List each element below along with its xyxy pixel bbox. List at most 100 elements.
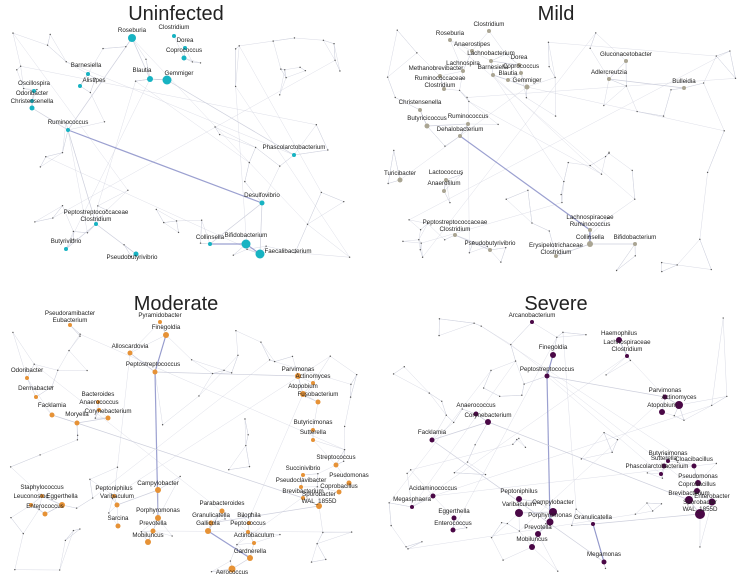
network-node-lachnobacterium xyxy=(489,59,493,63)
network-node-minor xyxy=(79,528,81,530)
network-edge xyxy=(646,502,662,505)
network-node-minor xyxy=(468,252,471,254)
network-edge xyxy=(23,509,40,534)
network-edge xyxy=(674,415,685,421)
network-node-minor xyxy=(514,360,517,362)
network-node-peptococcus xyxy=(246,530,250,534)
network-edge xyxy=(452,337,558,531)
network-edge xyxy=(469,241,474,253)
node-label-sarcina: Sarcina xyxy=(108,515,130,522)
network-edge xyxy=(307,201,344,225)
network-edge xyxy=(449,39,464,72)
network-node-minor xyxy=(36,88,38,91)
network-node-minor xyxy=(595,32,597,34)
network-edge xyxy=(66,61,89,75)
network-node-odoribacter xyxy=(25,376,29,380)
network-edge xyxy=(253,534,281,544)
node-label-lachnobacterium: Lachnobacterium xyxy=(467,50,514,57)
node-label-mobiluncus: Mobiluncus xyxy=(516,536,547,543)
network-edge xyxy=(468,101,602,175)
network-edge xyxy=(157,476,181,491)
network-node-minor xyxy=(711,404,713,407)
node-label-roseburia: Roseburia xyxy=(436,30,465,37)
network-node-minor xyxy=(540,503,543,506)
network-node-clostridium xyxy=(487,29,491,33)
network-edge xyxy=(12,332,35,365)
network-node-minor xyxy=(461,408,463,410)
network-node-phascolarctobacterium xyxy=(292,153,296,157)
network-edge xyxy=(652,503,662,512)
network-node-minor xyxy=(155,208,158,211)
network-edge xyxy=(244,162,250,182)
network-node-minor xyxy=(199,242,202,244)
network-node-minor xyxy=(474,444,476,446)
panel-title-severe: Severe xyxy=(524,293,587,315)
network-node-pseudoramibacter xyxy=(68,323,72,327)
network-node-roseburia xyxy=(128,34,136,42)
network-node-minor xyxy=(343,425,346,428)
node-label-haemophilus: Haemophilus xyxy=(601,330,637,337)
network-node-minor xyxy=(518,437,520,440)
node-label-atopobium: Atopobium xyxy=(288,383,318,390)
node-label-clostridium: Clostridium xyxy=(159,24,190,31)
network-node-minor xyxy=(518,530,521,532)
network-edge xyxy=(333,43,341,72)
network-node-minor xyxy=(392,373,395,375)
network-node-atopobium xyxy=(300,391,306,397)
network-node-minor xyxy=(244,418,246,420)
network-edge xyxy=(200,220,202,244)
node-label-corynebacterium: Corynebacterium xyxy=(464,412,511,419)
network-node-minor xyxy=(482,387,485,389)
network-node-dorea xyxy=(517,63,521,67)
network-edge xyxy=(95,223,137,255)
network-node-minor xyxy=(285,76,287,79)
network-edge xyxy=(236,542,255,545)
network-edge xyxy=(389,502,413,508)
network-node-pepto xyxy=(453,233,457,237)
node-label-coprobacillus: Coprobacillus xyxy=(320,483,358,490)
network-edge xyxy=(284,69,287,78)
network-node-dorea xyxy=(183,46,187,50)
network-node-desulfovibrio xyxy=(259,200,265,206)
network-node-minor xyxy=(524,446,527,449)
network-edge xyxy=(59,540,66,571)
network-edge xyxy=(646,502,653,512)
network-edge xyxy=(317,486,320,507)
network-node-acidaminococcus xyxy=(430,493,436,499)
network-edge xyxy=(549,230,557,257)
network-node-minor xyxy=(246,248,248,251)
network-node-minor xyxy=(468,100,470,103)
network-edge xyxy=(26,364,35,379)
network-node-minor xyxy=(394,96,396,99)
node-label-bulleidia: Bulleidia xyxy=(672,78,696,85)
network-edge xyxy=(45,156,261,255)
network-node-minor xyxy=(190,359,193,361)
node-label-peptoniphilus: Peptoniphilus xyxy=(500,488,537,495)
node-label-butyricimonas: Butyricimonas xyxy=(649,450,688,457)
network-edge xyxy=(12,32,129,191)
network-edge xyxy=(677,461,695,467)
node-label-secondary-pseudoramibacter: Eubacterium xyxy=(53,317,88,324)
network-node-rumclos xyxy=(442,87,446,91)
network-edge xyxy=(45,152,63,157)
network-edge xyxy=(35,396,53,416)
network-edge xyxy=(431,421,489,441)
network-node-minor xyxy=(248,161,251,164)
network-node-minor xyxy=(660,261,663,264)
network-node-minor xyxy=(608,151,610,154)
network-edge xyxy=(191,359,225,371)
network-node-prevotella xyxy=(150,528,156,534)
network-edge xyxy=(408,50,730,221)
network-node-minor xyxy=(179,475,181,478)
node-label-enterobacter: Enterobacter xyxy=(694,493,729,500)
network-edge xyxy=(699,501,713,548)
network-edge xyxy=(247,531,255,544)
network-edge xyxy=(259,202,263,255)
network-edge xyxy=(231,355,239,373)
network-node-minor xyxy=(89,478,91,481)
network-edge xyxy=(299,67,306,71)
network-edge xyxy=(97,190,128,207)
network-edge xyxy=(431,415,447,441)
network-node-brevibacterium xyxy=(685,496,693,504)
network-node-minor xyxy=(466,96,468,99)
